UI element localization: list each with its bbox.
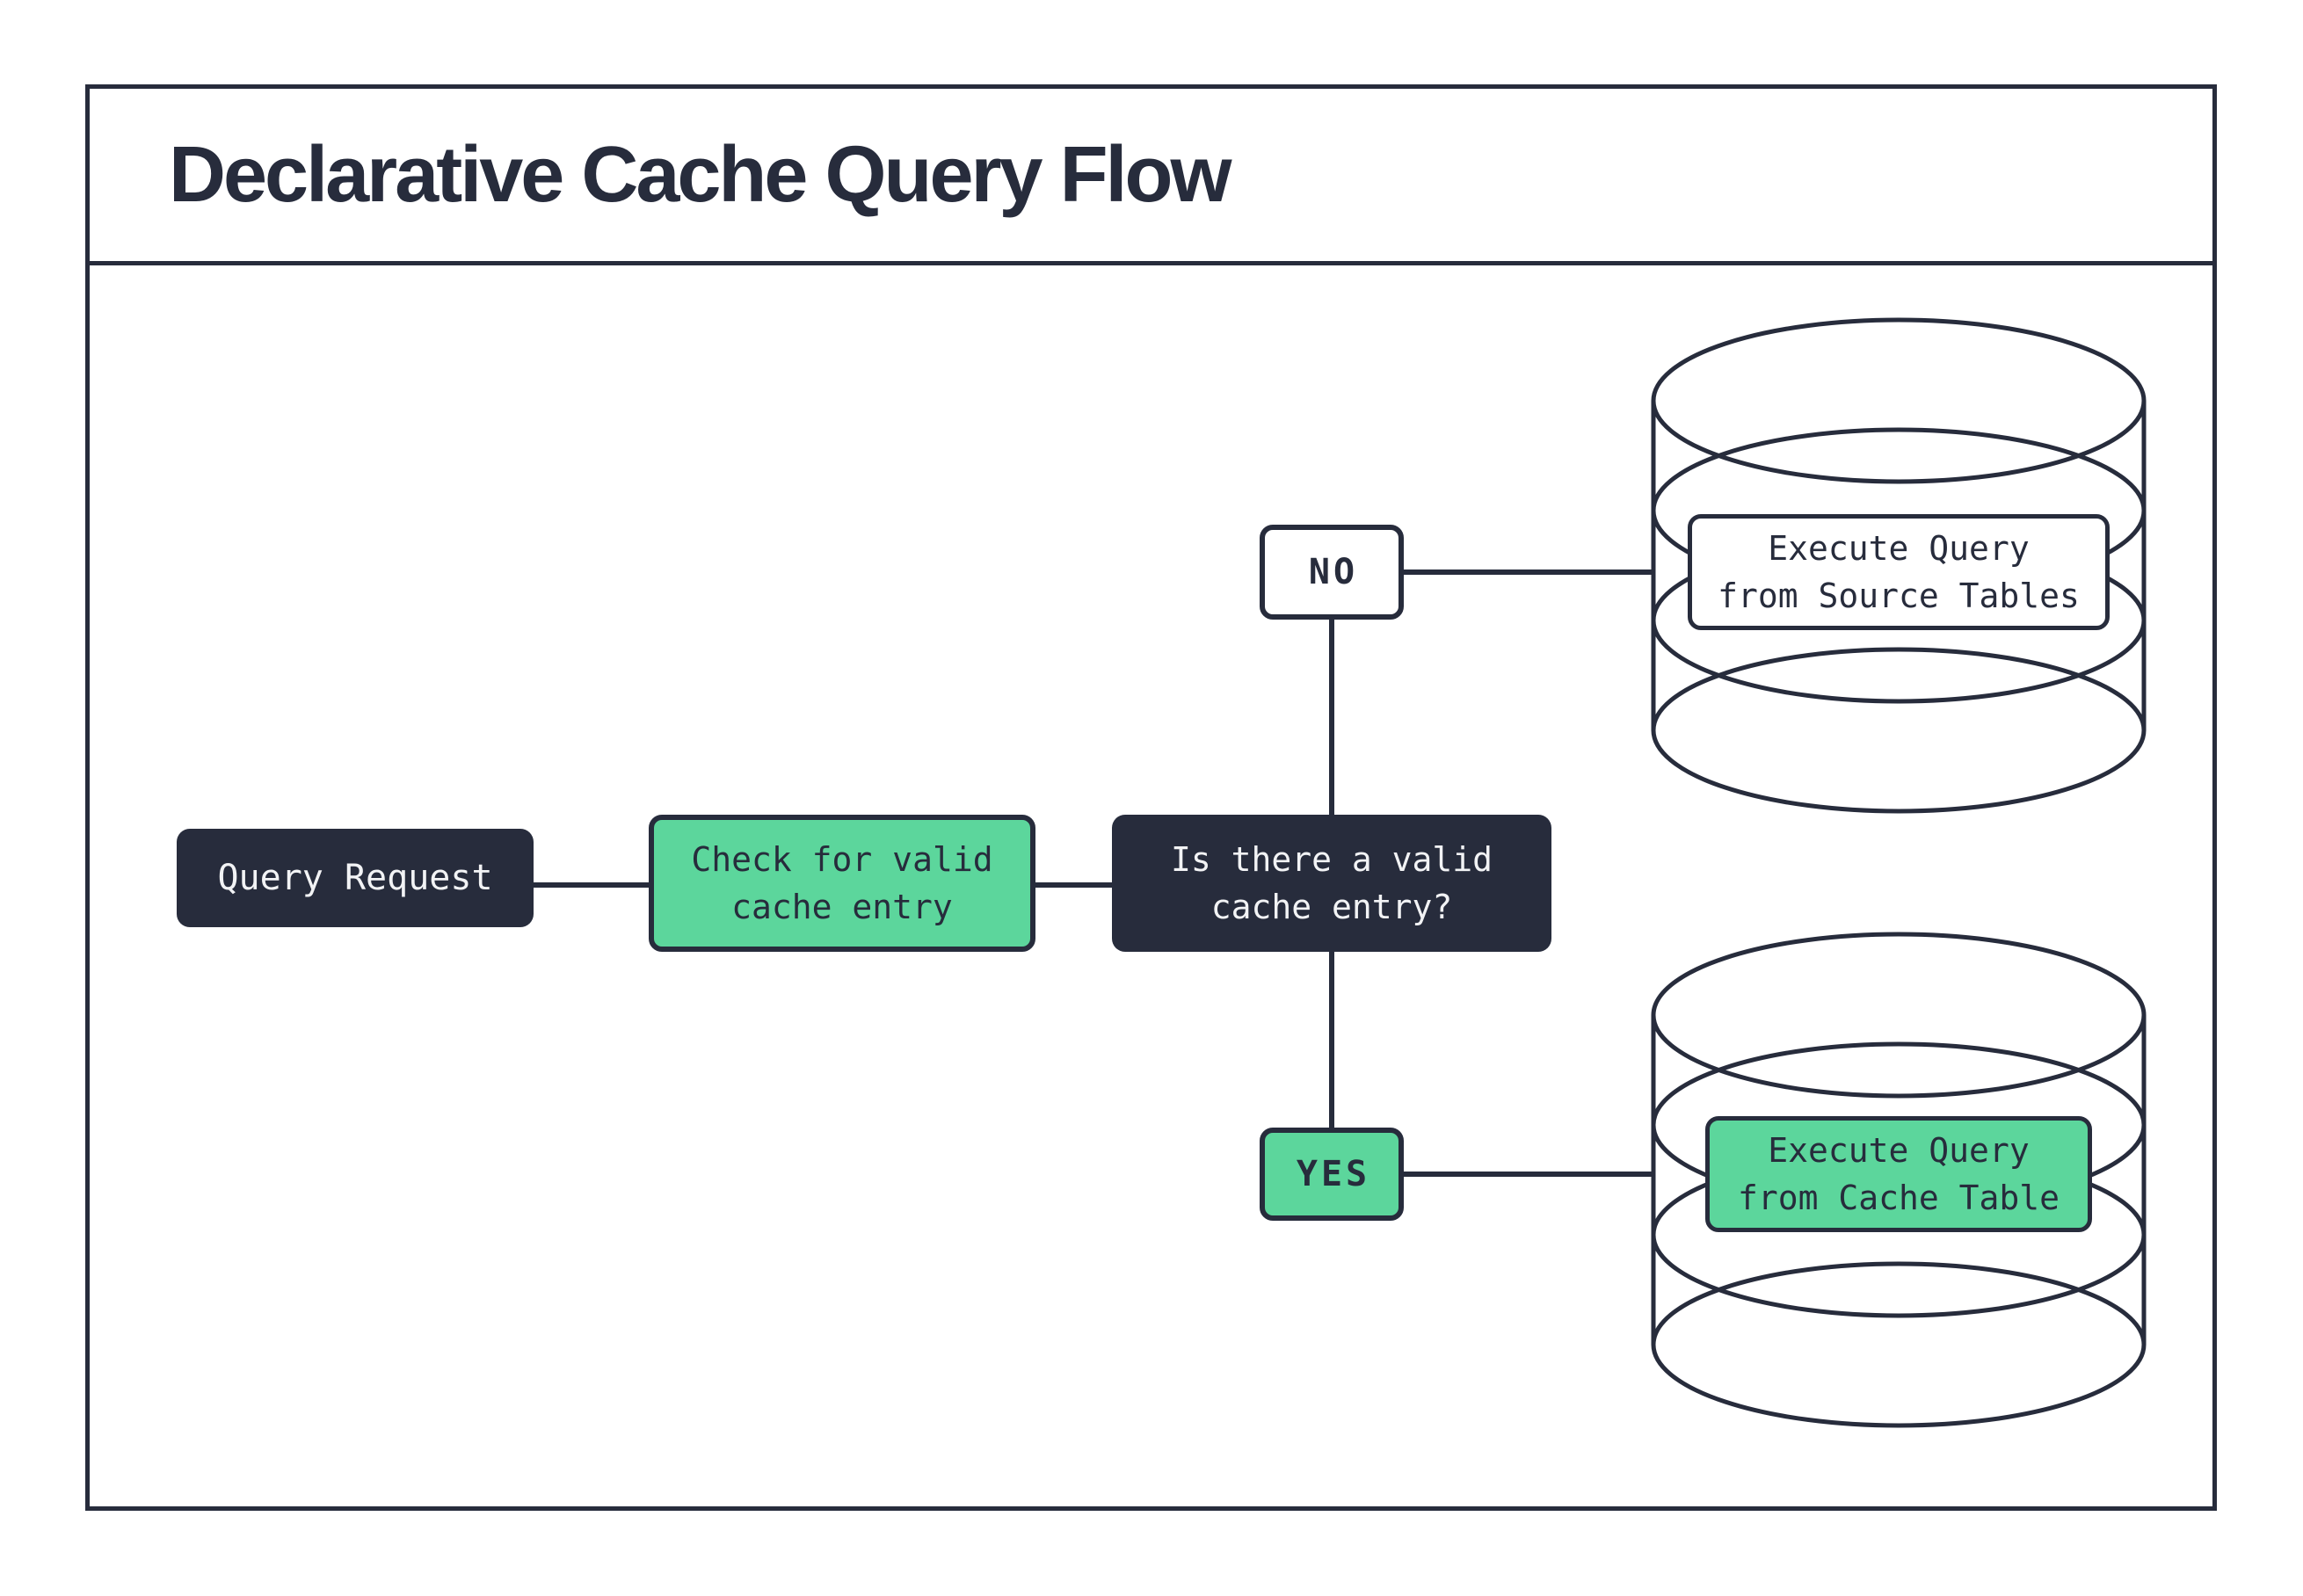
source-db-cylinder-icon [1651, 317, 2147, 814]
node-execute-cache-line2: from Cache Table [1737, 1179, 2060, 1217]
connector-lines [534, 569, 1653, 1177]
diagram-title: Declarative Cache Query Flow [169, 130, 1232, 219]
node-decision-line2: cache entry? [1210, 888, 1453, 926]
node-execute-source-line2: from Source Tables [1718, 577, 2080, 615]
node-query-request: Query Request [177, 829, 534, 927]
node-check-cache-line1: Check for valid [691, 840, 993, 879]
node-check-cache: Check for valid cache entry [649, 815, 1035, 952]
branch-label-yes-text: YES [1296, 1154, 1371, 1194]
cache-db-cylinder-icon [1651, 932, 2147, 1428]
node-decision-line1: Is there a valid [1170, 840, 1493, 879]
node-check-cache-line2: cache entry [731, 888, 953, 926]
node-execute-source-tables: Execute Query from Source Tables [1688, 514, 2110, 630]
node-decision-valid-cache: Is there a valid cache entry? [1112, 815, 1551, 952]
branch-label-yes: YES [1260, 1128, 1404, 1221]
diagram-header: Declarative Cache Query Flow [90, 89, 2212, 265]
branch-label-no-text: NO [1308, 552, 1359, 592]
node-execute-cache-line1: Execute Query [1768, 1131, 2030, 1170]
node-execute-source-line1: Execute Query [1768, 529, 2030, 568]
branch-label-no: NO [1260, 525, 1404, 620]
node-query-request-label: Query Request [217, 858, 493, 898]
node-execute-cache-table: Execute Query from Cache Table [1705, 1116, 2092, 1232]
